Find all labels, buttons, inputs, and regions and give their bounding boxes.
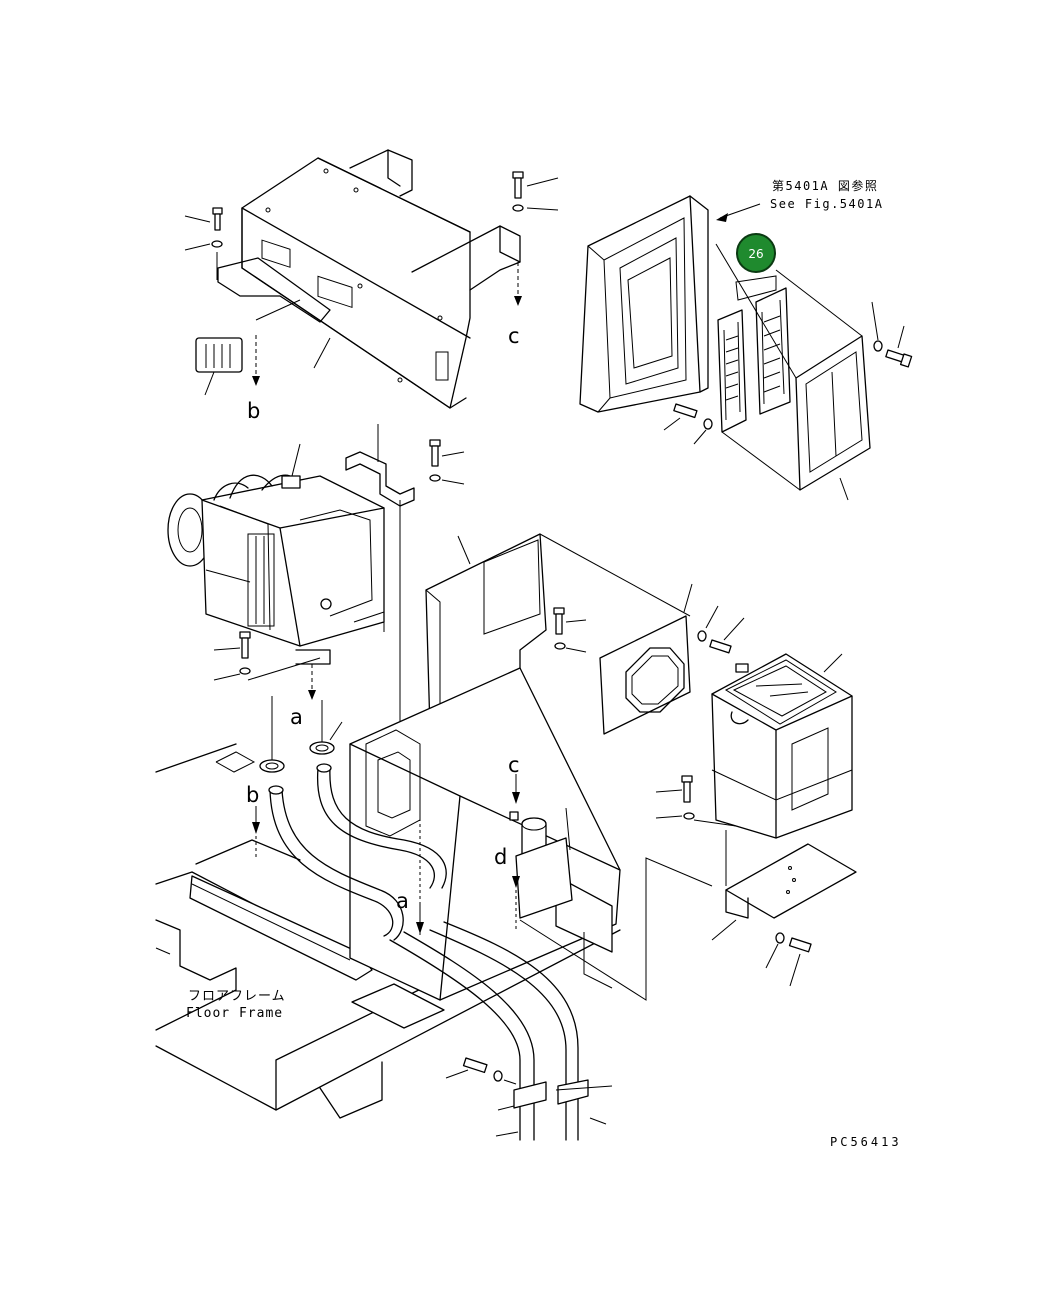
- flow-letter-d-bottom: d: [494, 845, 507, 869]
- flow-letter-c-bottom: c: [508, 753, 520, 777]
- reference-note-jp: 第5401A 図参照: [772, 178, 878, 193]
- arrow-a-top: [308, 664, 316, 700]
- arrow-b-top: [252, 335, 260, 386]
- blower-unit: [167, 443, 385, 681]
- reference-note-en: See Fig.5401A: [770, 197, 883, 211]
- flow-letter-b-bottom: b: [246, 783, 259, 807]
- center-bracket: [345, 424, 465, 822]
- filter-ribs: [725, 315, 781, 401]
- flow-letter-b-top: b: [247, 399, 260, 423]
- arrow-c-top: [514, 262, 522, 306]
- part-number-badge[interactable]: 26: [736, 233, 776, 273]
- flow-letter-a-bottom: a: [396, 889, 409, 913]
- flow-letter-c-top: c: [508, 324, 520, 348]
- duct-cover-assembly: [184, 149, 559, 409]
- floor-frame-label-en: Floor Frame: [186, 1006, 283, 1021]
- part-number-badge-label: 26: [748, 247, 763, 261]
- hose-set: [215, 696, 613, 1141]
- mounting-plate: [711, 830, 857, 987]
- floor-frame-label-jp: フロアフレーム: [188, 989, 286, 1004]
- flow-letter-a-top: a: [290, 705, 303, 729]
- gasket-plate: [599, 583, 745, 735]
- filter-frame-assembly: [579, 195, 913, 501]
- aircon-box: [655, 653, 853, 839]
- floor-frame: [155, 667, 713, 1119]
- drawing-code: PC56413: [830, 1135, 902, 1149]
